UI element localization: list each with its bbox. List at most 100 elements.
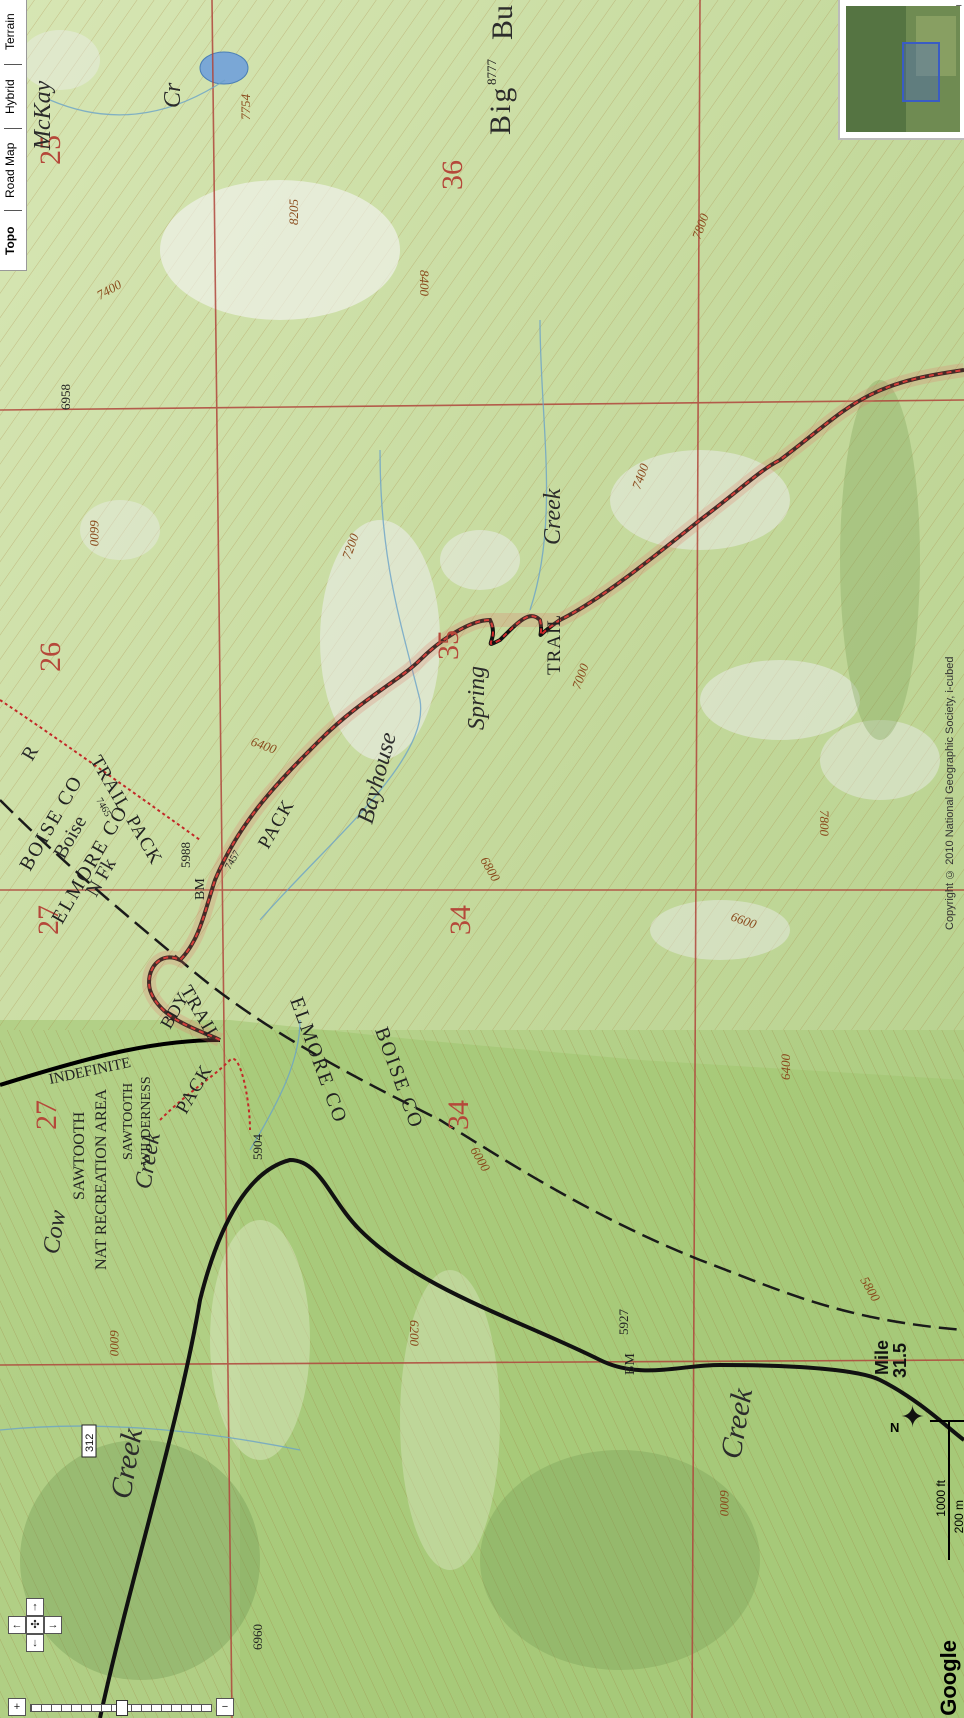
benchmark-label: BM (193, 878, 208, 900)
tab-hybrid[interactable]: Hybrid (3, 79, 17, 115)
hillshade-highlight (80, 500, 160, 560)
tab-terrain[interactable]: Terrain (3, 13, 17, 51)
wilderness-boundary (0, 1038, 221, 1087)
elevation-label: 5904 (250, 1134, 265, 1161)
road-shield (81, 1424, 97, 1458)
zoom-tick (111, 1705, 112, 1711)
hillshade-highlight (320, 520, 440, 760)
tab-road-map[interactable]: Road Map (3, 142, 17, 198)
place-label: Spring (464, 666, 490, 730)
north-arrow-icon: ✦ (900, 1401, 926, 1434)
gps-track (147, 368, 964, 1042)
place-label: Big (484, 86, 517, 135)
pan-left-button[interactable]: ← (8, 1616, 26, 1634)
section-number: 26 (34, 642, 67, 672)
copyright-text: Copyright © 2010 National Geographic Soc… (944, 656, 956, 930)
elevation-label: 7800 (817, 810, 832, 837)
valley-shadow (480, 1450, 760, 1670)
section-number: 27 (32, 905, 65, 935)
google-logo: Google (936, 1640, 961, 1716)
zoom-tick (81, 1705, 82, 1711)
north-label: N (890, 1420, 900, 1435)
elevation-label: 6200 (407, 1320, 422, 1347)
hillshade-highlight (700, 660, 860, 740)
hillshade-highlight (440, 530, 520, 590)
milepost-value: 31.5 (890, 1343, 910, 1378)
zoom-tick (51, 1705, 52, 1711)
place-label: Cr (160, 82, 186, 108)
section-number: 34 (442, 1100, 475, 1130)
area-label: SAWTOOTH (121, 1083, 136, 1160)
hillshade-highlight (20, 30, 100, 90)
pack-trail-dotted (159, 1057, 251, 1131)
valley-shadow (840, 380, 920, 740)
road-number: 312 (84, 1434, 96, 1452)
area-label: NAT RECREATION AREA (93, 1089, 110, 1270)
zoom-tick (161, 1705, 162, 1711)
elevation-label: 6600 (87, 520, 102, 547)
scale-bar: 1000 ft 200 m (930, 1420, 964, 1700)
pan-control: ↑ ← ✣ → ↓ (0, 1598, 62, 1718)
zoom-tick (101, 1705, 102, 1711)
section-number: 25 (34, 135, 67, 165)
benchmark-label: BM (623, 1353, 638, 1375)
elevation-label: 6958 (58, 384, 73, 410)
elevation-label: 8205 (286, 199, 301, 226)
area-label: WILDERNESS (139, 1076, 154, 1165)
contour-lines-upper (0, 0, 964, 1030)
zoom-out-button[interactable]: − (216, 1698, 234, 1716)
gps-track-halo (142, 363, 964, 1047)
place-label: Bu (486, 5, 519, 40)
county-boundary (0, 799, 964, 1332)
elevation-label: 6960 (250, 1624, 265, 1650)
elevation-label: 6000 (107, 1330, 122, 1357)
map-type-tabs: Terrain Hybrid Road Map Topo (0, 0, 27, 271)
pan-up-button[interactable]: ↑ (26, 1598, 44, 1616)
trail-label: TRAIL (544, 614, 565, 675)
section-number: 35 (432, 630, 465, 660)
tab-separator (4, 64, 22, 65)
pan-center-button[interactable]: ✣ (26, 1616, 44, 1634)
scale-m: 200 m (952, 1500, 964, 1534)
elevation-label: 5927 (616, 1309, 631, 1336)
zoom-tick (201, 1705, 202, 1711)
zoom-control: + − (8, 1698, 236, 1716)
lake (199, 51, 249, 85)
tab-topo[interactable]: Topo (3, 226, 17, 256)
place-label: Creek (540, 488, 566, 545)
elevation-label: 7754 (238, 94, 253, 121)
hillshade-highlight (160, 180, 400, 320)
hillshade-highlight (820, 720, 940, 800)
zoom-tick (131, 1705, 132, 1711)
zoom-tick (61, 1705, 62, 1711)
milepost-label: Mile (872, 1340, 892, 1375)
tab-separator (4, 210, 22, 211)
zoom-tick (41, 1705, 42, 1711)
tab-separator (4, 128, 22, 129)
elevation-label: 6400 (778, 1054, 793, 1081)
zoom-tick (31, 1705, 32, 1711)
zoom-in-button[interactable]: + (8, 1698, 26, 1716)
pan-right-button[interactable]: → (44, 1616, 62, 1634)
zoom-tick (151, 1705, 152, 1711)
overview-close-icon[interactable]: − (955, 0, 962, 12)
hillshade-highlight (210, 1220, 310, 1460)
pan-down-button[interactable]: ↓ (26, 1634, 44, 1652)
section-number: 27 (30, 1100, 63, 1130)
zoom-slider-knob[interactable] (116, 1700, 128, 1716)
streams (0, 79, 548, 1451)
hillshade-highlight (400, 1270, 500, 1570)
elevation-label: 6000 (717, 1490, 732, 1517)
overview-viewport-box[interactable] (902, 42, 940, 102)
zoom-tick (141, 1705, 142, 1711)
overview-map[interactable]: − (838, 0, 964, 140)
area-label: SAWTOOTH (71, 1111, 88, 1200)
hillshade-highlight (610, 450, 790, 550)
zoom-tick (171, 1705, 172, 1711)
hillshade-highlight (650, 900, 790, 960)
elevation-label: 5988 (178, 842, 193, 868)
scale-ft: 1000 ft (934, 1480, 948, 1517)
elevation-label: 8400 (417, 270, 432, 297)
